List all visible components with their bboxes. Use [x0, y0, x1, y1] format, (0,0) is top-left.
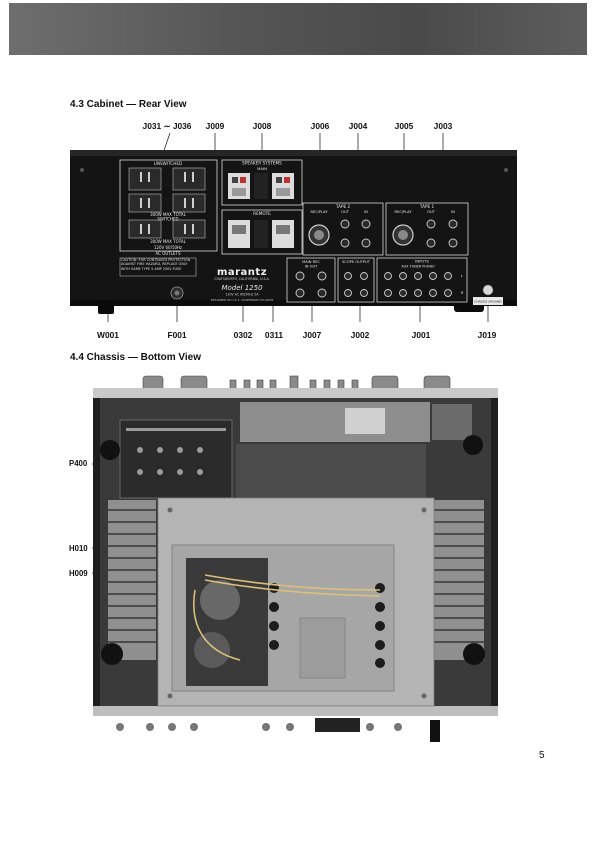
brand-subtitle: CHATSWORTH, CALIFORNIA, U.S.A. — [214, 277, 269, 281]
scope-output-panel — [337, 257, 375, 303]
left-foot — [98, 302, 114, 314]
label-inputs: INPUTS — [415, 259, 429, 264]
speaker-terminal-blocks — [228, 173, 294, 199]
label-remote: REMOTE — [253, 211, 271, 216]
caution-label — [119, 257, 197, 277]
label-tape1-rec-play: REC/PLAY — [394, 210, 412, 214]
plate-holes — [269, 583, 385, 668]
label-tape1-in: IN — [451, 210, 455, 214]
callout-h009: H009 — [69, 569, 88, 578]
page-number: 5 — [539, 750, 545, 761]
callout-j009: J009 — [205, 121, 225, 131]
callout-w001: W001 — [97, 330, 119, 340]
label-main-rec: MAIN REC — [302, 260, 320, 264]
label-tape2-out: OUT — [341, 210, 349, 214]
speaker-terminals-main — [221, 159, 303, 206]
callout-j002: J002 — [350, 330, 370, 340]
callout-j001: J001 — [411, 330, 431, 340]
front-knobs — [142, 375, 451, 391]
ac-outlets — [128, 167, 206, 239]
label-ac-outlets: AC OUTLETS — [156, 251, 181, 256]
label-channel-r: R — [461, 291, 464, 295]
rating-label: 120V AC 60/50Hz 5A — [225, 293, 259, 297]
chassis-ground-label — [473, 297, 503, 305]
callout-j031-j036: J031 ∼ J036 — [142, 121, 192, 131]
input-rca-jacks — [384, 272, 452, 297]
label-in-out: IN OUT — [305, 265, 318, 269]
label-switched: SWITCHED — [157, 217, 178, 222]
rear-jack-strip — [116, 723, 402, 731]
wiring-harness — [193, 574, 381, 661]
tape1-panel — [385, 202, 469, 256]
made-in-label: DESIGNED IN U.S.A. ASSEMBLED IN JAPAN — [211, 298, 274, 302]
left-foot-rear — [101, 643, 123, 665]
inputs-panel — [376, 257, 468, 303]
callout-j003: J003 — [433, 121, 453, 131]
tape1-rca-jacks — [426, 219, 458, 248]
power-cord — [430, 720, 440, 742]
callout-f001: F001 — [167, 330, 187, 340]
label-tape2-in: IN — [364, 210, 368, 214]
callout-0311: 0311 — [264, 330, 284, 340]
callout-j006: J006 — [310, 121, 330, 131]
selector-switch — [345, 408, 385, 434]
circuit-board-p400 — [119, 419, 233, 499]
tape2-panel — [302, 202, 384, 256]
label-speaker-systems: SPEAKER SYSTEMS — [242, 161, 282, 166]
scope-rca-jacks — [344, 272, 368, 297]
label-main-speakers: MAIN — [257, 166, 267, 171]
brand-logo: marantz — [217, 267, 267, 278]
speaker-terminals-remote — [221, 209, 303, 255]
main-rec-rca-jacks — [295, 271, 327, 298]
left-heatsink — [108, 500, 156, 660]
right-foot-front — [463, 435, 483, 455]
ground-terminal — [482, 284, 494, 296]
callout-j005: J005 — [394, 121, 414, 131]
main-rec-panel — [286, 257, 336, 303]
callout-p400: P400 — [69, 459, 88, 468]
header-band — [9, 3, 587, 55]
chassis-ground-text: CHASSIS GROUND — [474, 300, 502, 304]
right-foot-rear — [463, 643, 485, 665]
model-name: Model 1250 — [221, 284, 263, 292]
label-max-total-2: 300W MAX TOTAL — [150, 239, 187, 244]
section-title-bottom-view: 4.4 Chassis — Bottom View — [70, 352, 201, 363]
label-tape2: TAPE 2 — [335, 204, 351, 209]
callout-j007: J007 — [302, 330, 322, 340]
transformer-area — [186, 558, 268, 686]
label-max-total-1: 300W MAX TOTAL — [150, 212, 187, 217]
callout-j004: J004 — [348, 121, 368, 131]
callout-j019: J019 — [477, 330, 497, 340]
callout-j008: J008 — [252, 121, 272, 131]
upper-bracket — [240, 402, 430, 442]
right-heatsink — [434, 500, 484, 660]
ac-outlet-panel — [119, 159, 218, 252]
label-aux-tuner-phono: AUX TUNER PHONO — [401, 265, 435, 269]
label-channel-l: L — [461, 274, 463, 278]
section-title-rear-view: 4.3 Cabinet — Rear View — [70, 99, 187, 110]
label-sticker — [299, 617, 346, 679]
label-scope-output: SCOPE OUTPUT — [342, 260, 371, 264]
label-tape1: TAPE 1 — [419, 204, 435, 209]
tape2-rca-jacks — [340, 219, 371, 248]
callout-h010: H010 — [69, 544, 88, 553]
label-tape2-rec-play: REC/PLAY — [310, 210, 328, 214]
left-foot-front — [100, 440, 120, 460]
callout-0302: 0302 — [233, 330, 253, 340]
label-tape1-out: OUT — [427, 210, 435, 214]
label-voltage: 120V 60/50Hz — [154, 245, 182, 250]
label-unswitched: UNSWITCHED — [154, 161, 183, 166]
caution-text: CAUTION: FOR CONTINUED PROTECTION AGAINS… — [121, 258, 191, 271]
